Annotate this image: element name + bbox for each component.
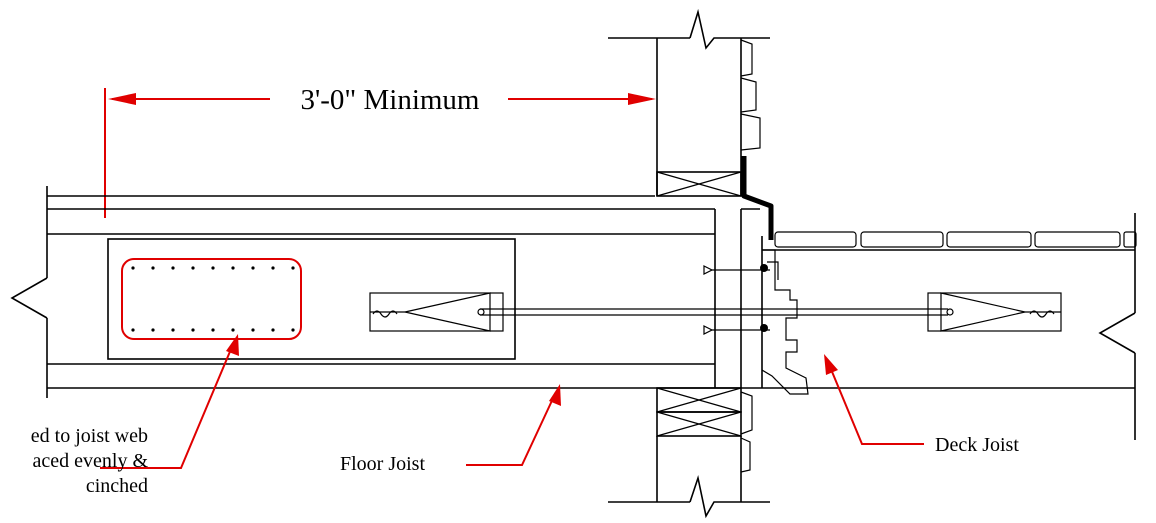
deck-joist: [762, 213, 1136, 440]
wall-assembly: [608, 8, 809, 519]
floor-joist: [10, 186, 1135, 398]
break-symbol-left: [10, 277, 48, 319]
deck-joist-label: Deck Joist: [935, 434, 1019, 456]
bolts-label-line3: cinched: [86, 475, 148, 497]
flashing: [741, 156, 774, 240]
bolt-dots: [131, 266, 295, 332]
callout-floor-joist: Floor Joist: [340, 384, 561, 475]
dimension-arrow-left: [108, 93, 136, 105]
dimension-callout: 3'-0" Minimum: [104, 84, 656, 218]
tension-rod: [480, 308, 948, 316]
bolt-group: [121, 258, 302, 340]
bolt-group-outline: [121, 258, 302, 340]
blocking-panel: [107, 238, 516, 360]
bolts-label-line1: ed to joist web: [31, 425, 148, 447]
tension-device-right: [927, 292, 1062, 332]
top-plate: [656, 171, 742, 197]
callout-deck-joist: Deck Joist: [824, 354, 1019, 456]
floor-joist-label: Floor Joist: [340, 453, 425, 475]
tension-device-left: [369, 292, 504, 332]
callout-bolts: ed to joist web aced evenly & cinched: [31, 334, 239, 497]
bolts-label-line2: aced evenly &: [33, 450, 149, 472]
dimension-arrow-right: [628, 93, 656, 105]
dimension-label: 3'-0" Minimum: [301, 84, 480, 116]
deck-boards: [774, 231, 1137, 248]
bottom-plate-lower: [656, 411, 742, 437]
